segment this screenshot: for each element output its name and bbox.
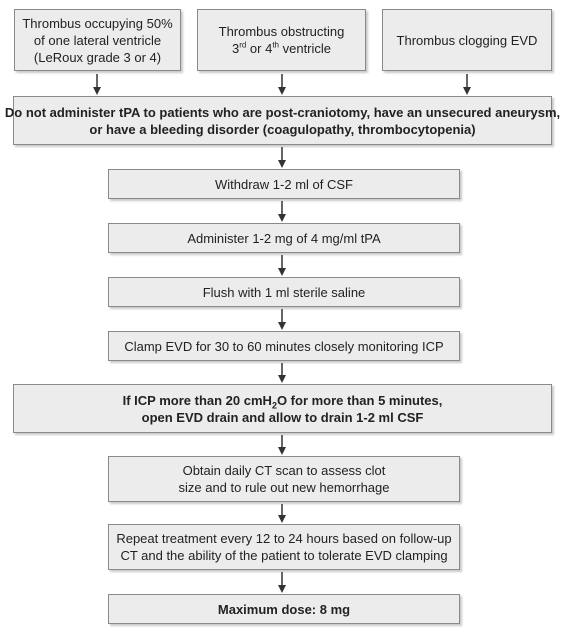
box-thrombus-3rd-4th-ventricle: Thrombus obstructing 3rd or 4th ventricl… <box>197 9 366 71</box>
box-text-line: Flush with 1 ml sterile saline <box>202 284 366 300</box>
box-text-line: Thrombus obstructing <box>218 24 345 39</box>
box-text-line: Repeat treatment every 12 to 24 hours ba… <box>116 531 452 546</box>
box-text-line: open EVD drain and allow to drain 1-2 ml… <box>141 409 424 425</box>
box-text-line: Thrombus clogging EVD <box>396 32 538 48</box>
box-text-line: (LeRoux grade 3 or 4) <box>33 49 162 65</box>
subscript: 2 <box>271 400 277 411</box>
box-icp-threshold: If ICP more than 20 cmH2O for more than … <box>13 384 552 433</box>
box-flush-saline: Flush with 1 ml sterile saline <box>108 277 460 307</box>
box-thrombus-clogging-evd: Thrombus clogging EVD <box>382 9 552 71</box>
box-daily-ct-scan: Obtain daily CT scan to assess clot size… <box>108 456 460 502</box>
box-text-line: Thrombus occupying 50% <box>22 15 173 31</box>
box-text-line: size and to rule out new hemorrhage <box>178 480 390 495</box>
box-text-line: of one lateral ventricle <box>33 32 162 48</box>
text-fragment: ventricle <box>279 41 332 56</box>
box-text-line: Maximum dose: 8 mg <box>217 601 351 617</box>
box-text-line: CT and the ability of the patient to tol… <box>120 548 448 563</box>
box-text-line-icp: If ICP more than 20 cmH2O for more than … <box>122 392 443 411</box>
box-repeat-treatment: Repeat treatment every 12 to 24 hours ba… <box>108 524 460 570</box>
box-maximum-dose: Maximum dose: 8 mg <box>108 594 460 624</box>
box-text-line: Do not administer tPA to patients who ar… <box>4 104 561 120</box>
box-text-line: Administer 1-2 mg of 4 mg/ml tPA <box>187 230 381 246</box>
box-text-line: or have a bleeding disorder (coagulopath… <box>89 121 476 137</box>
box-text-line: Clamp EVD for 30 to 60 minutes closely m… <box>124 338 444 354</box>
text-fragment: or 4 <box>246 41 273 56</box>
box-tpa-contraindication-warning: Do not administer tPA to patients who ar… <box>5 96 560 145</box>
box-withdraw-csf: Withdraw 1-2 ml of CSF <box>108 169 460 199</box>
box-administer-tpa: Administer 1-2 mg of 4 mg/ml tPA <box>108 223 460 253</box>
superscript: rd <box>239 40 247 50</box>
text-fragment: 3 <box>231 41 240 56</box>
text-fragment: If ICP more than 20 cmH <box>122 392 272 408</box>
box-clamp-evd: Clamp EVD for 30 to 60 minutes closely m… <box>108 331 460 361</box>
text-fragment: O for more than 5 minutes, <box>276 392 443 408</box>
superscript: th <box>272 40 279 50</box>
box-text-line-ventricle: 3rd or 4th ventricle <box>232 40 331 57</box>
box-text-line: Obtain daily CT scan to assess clot <box>182 463 386 478</box>
box-thrombus-lateral-ventricle: Thrombus occupying 50% of one lateral ve… <box>14 9 181 71</box>
box-text-line: Withdraw 1-2 ml of CSF <box>215 176 353 192</box>
